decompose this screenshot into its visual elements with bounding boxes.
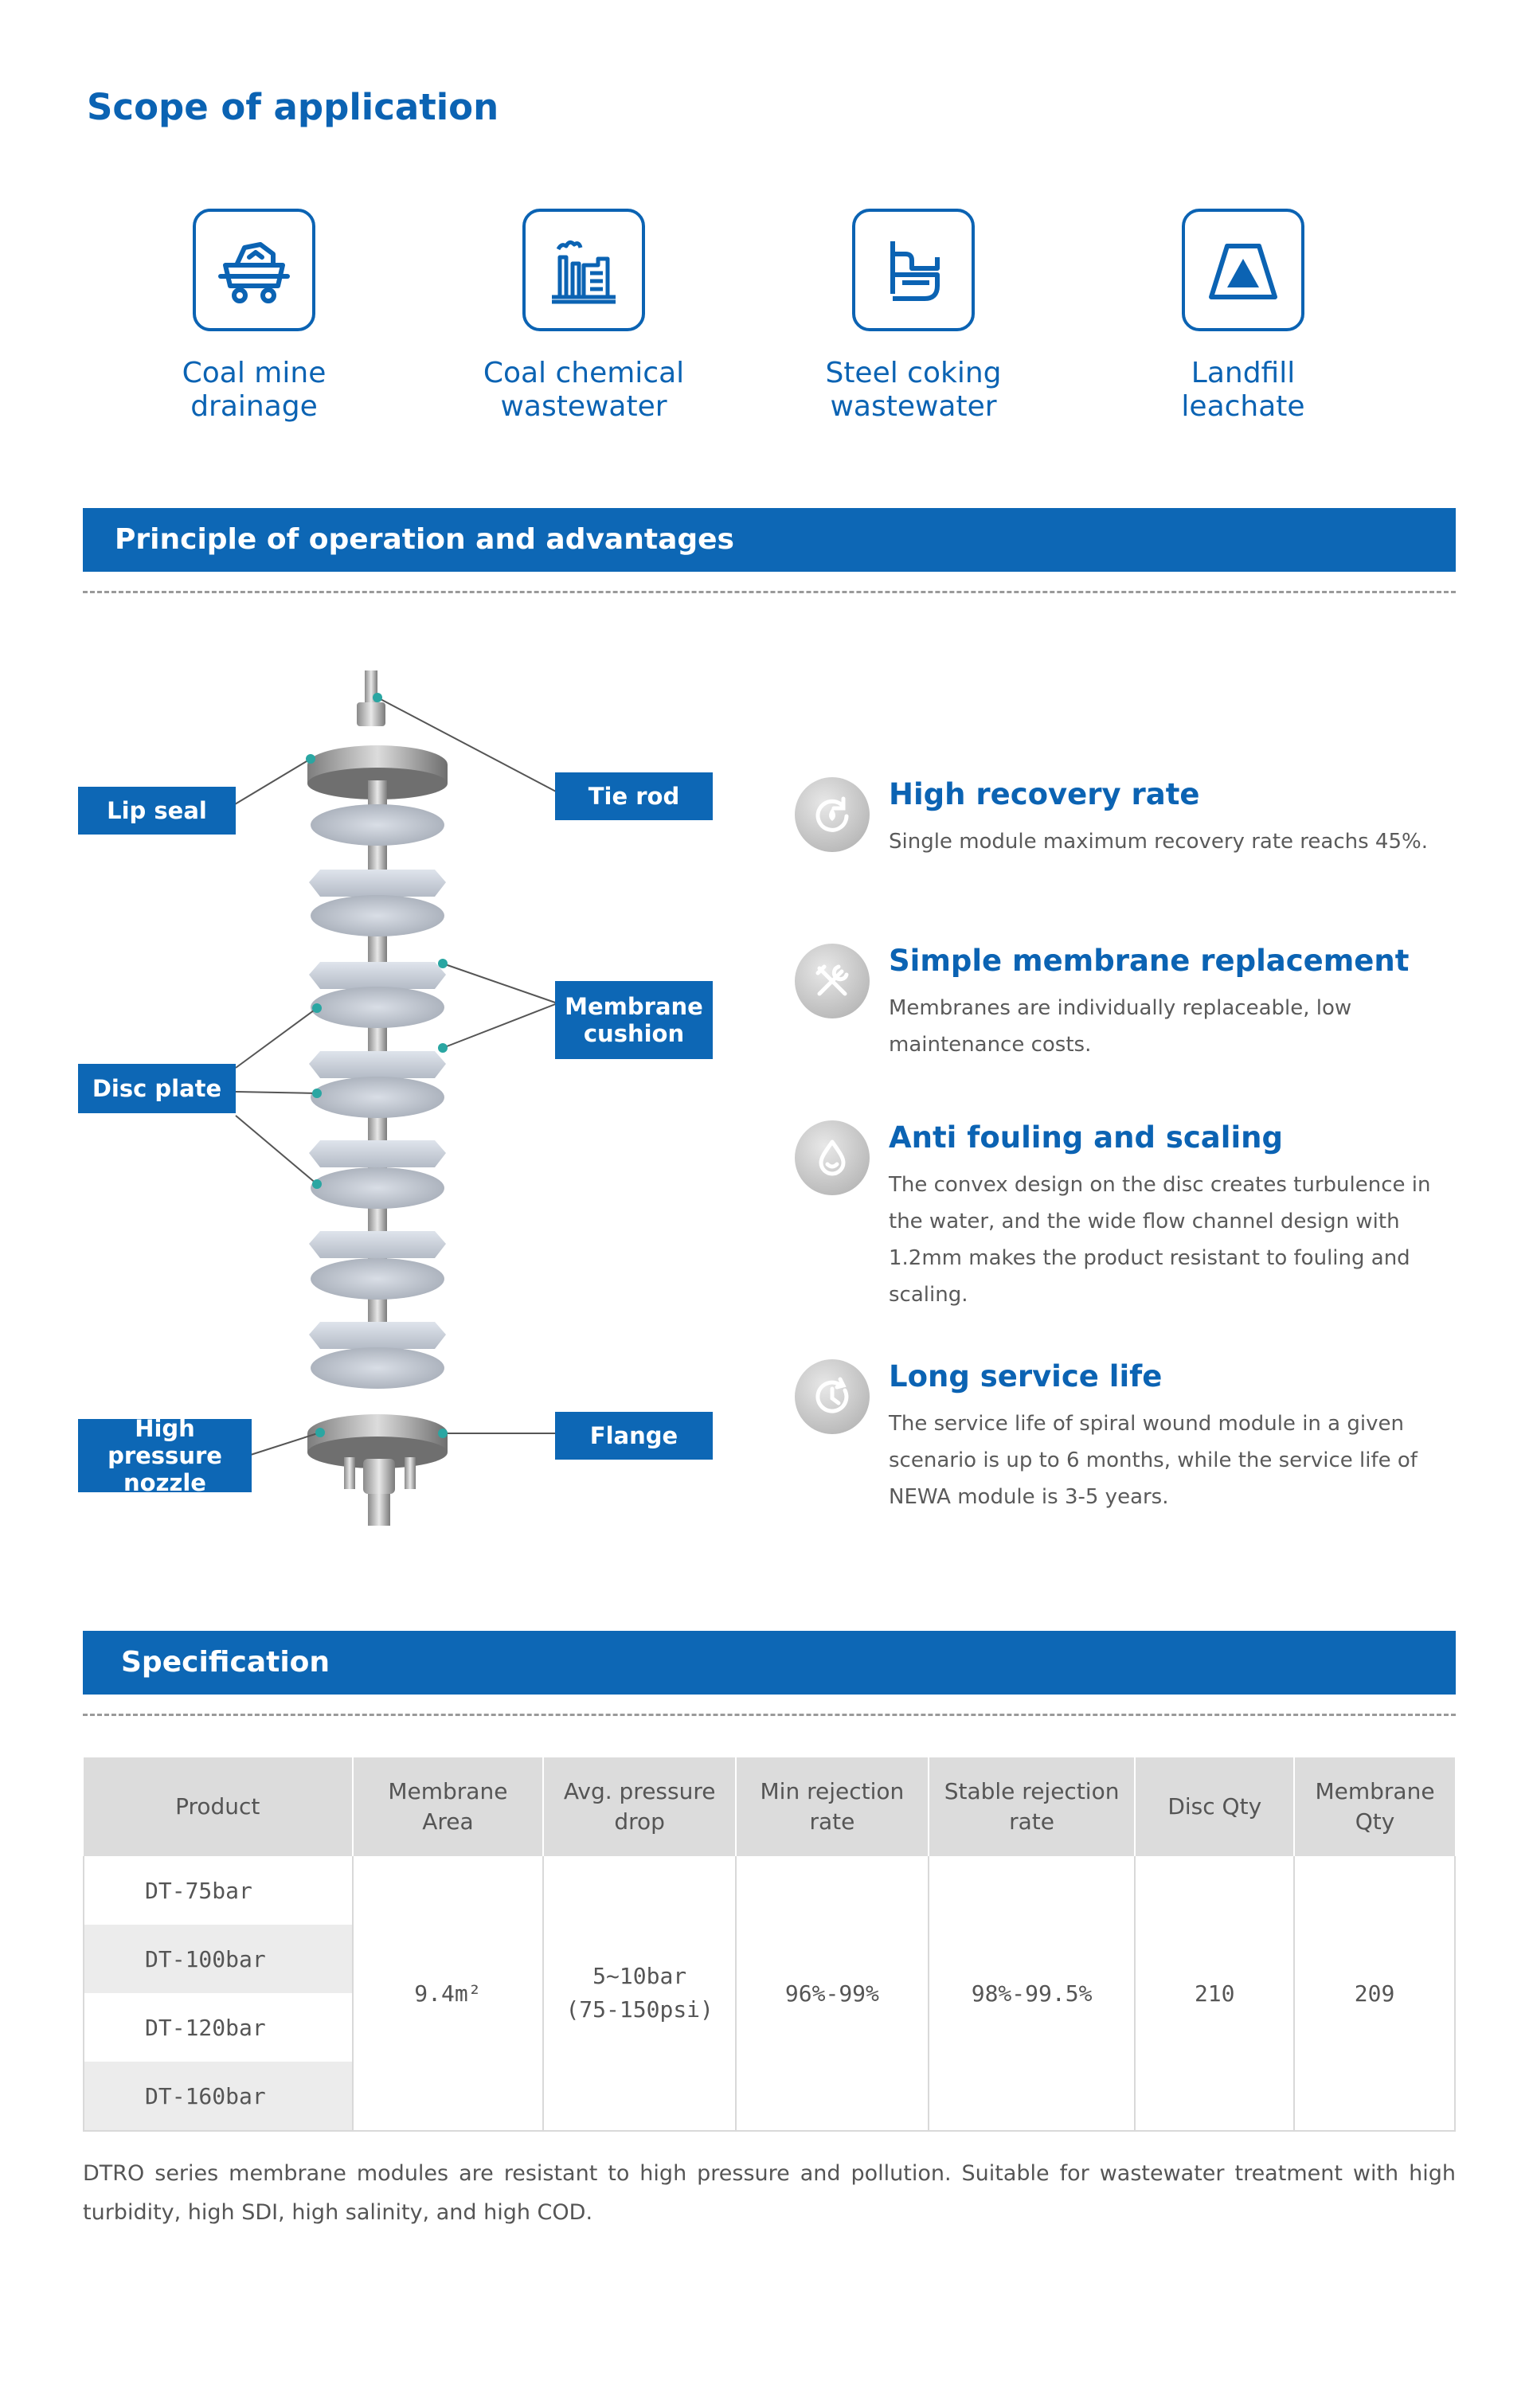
divider (83, 1714, 1456, 1716)
app-landfill: Landfill leachate (1084, 209, 1402, 424)
callout-membrane-cushion: Membrane cushion (555, 981, 713, 1059)
product-cell: DT-120bar (84, 1993, 354, 2062)
app-label-line1: Landfill (1191, 357, 1296, 389)
callout-flange: Flange (555, 1412, 713, 1460)
landfill-icon (1182, 209, 1304, 331)
recovery-icon (795, 777, 870, 852)
callout-high-pressure-nozzle: High pressure nozzle (78, 1415, 252, 1496)
spec-table: Product Membrane Area Avg. pressure drop… (83, 1757, 1456, 2132)
membrane-area-cell: 9.4m² (352, 1856, 545, 2131)
advantage-anti-fouling: Anti fouling and scaling The convex desi… (795, 1120, 1448, 1327)
pressure-drop-cell: 5~10bar (75-150psi) (543, 1856, 737, 2131)
advantage-title: Simple membrane replacement (889, 944, 1410, 978)
callout-lip-seal: Lip seal (78, 787, 236, 835)
header-product: Product (84, 1757, 354, 1856)
product-cell: DT-100bar (84, 1925, 354, 1993)
app-label-line2: wastewater (830, 390, 997, 423)
advantage-title: Long service life (889, 1359, 1163, 1394)
water-drop-icon (795, 1120, 870, 1195)
app-label-line1: Coal chemical (483, 357, 685, 389)
table-row: DT-100bar (84, 1925, 1455, 1993)
app-coal-chemical: Coal chemical wastewater (424, 209, 743, 424)
advantage-long-life: Long service life The service life of sp… (795, 1359, 1448, 1519)
advantage-desc: The convex design on the disc creates tu… (889, 1173, 1431, 1307)
specification-section-bar: Specification (83, 1631, 1456, 1695)
advantage-simple-replacement: Simple membrane replacement Membranes ar… (795, 944, 1448, 1071)
advantage-title: Anti fouling and scaling (889, 1120, 1283, 1155)
product-cell: DT-75bar (84, 1856, 354, 1925)
factory-icon (522, 209, 645, 331)
min-rejection-cell: 96%-99% (736, 1856, 929, 2131)
footer-note: DTRO series membrane modules are resista… (83, 2161, 1456, 2225)
table-row: DT-120bar (84, 1993, 1455, 2062)
callout-tie-rod: Tie rod (555, 772, 713, 820)
advantage-desc: Membranes are individually replaceable, … (889, 996, 1352, 1057)
coking-equipment-icon (852, 209, 975, 331)
table-row: DT-75bar 9.4m² 5~10bar (75-150psi) 96%-9… (84, 1856, 1456, 2131)
scope-title: Scope of application (87, 86, 499, 128)
advantage-high-recovery: High recovery rate Single module maximum… (795, 777, 1448, 873)
divider (83, 591, 1456, 593)
app-label-line1: Coal mine (182, 357, 327, 389)
clock-icon (795, 1359, 870, 1434)
advantage-title: High recovery rate (889, 777, 1200, 811)
header-membrane-qty: Membrane Qty (1294, 1757, 1455, 1856)
header-disc-qty: Disc Qty (1135, 1757, 1296, 1856)
dtro-module-diagram (230, 670, 558, 1526)
membrane-qty-cell: 209 (1294, 1856, 1456, 2131)
advantage-desc: Single module maximum recovery rate reac… (889, 830, 1428, 854)
app-label-line1: Steel coking (825, 357, 1002, 389)
header-min-rejection: Min rejection rate (736, 1757, 929, 1856)
product-cell: DT-160bar (84, 2062, 354, 2131)
app-label-line2: drainage (190, 390, 318, 423)
mine-cart-icon (193, 209, 315, 331)
app-label-line2: leachate (1181, 390, 1305, 423)
header-stable-rejection: Stable rejection rate (928, 1757, 1136, 1856)
disc-qty-cell: 210 (1135, 1856, 1296, 2131)
app-label-line2: wastewater (500, 390, 667, 423)
app-steel-coking: Steel coking wastewater (754, 209, 1073, 424)
advantage-desc: The service life of spiral wound module … (889, 1412, 1418, 1509)
table-row: DT-160bar (84, 2062, 1455, 2131)
stable-rejection-cell: 98%-99.5% (928, 1856, 1136, 2131)
tools-icon (795, 944, 870, 1018)
app-coal-mine: Coal mine drainage (95, 209, 413, 424)
header-membrane-area: Membrane Area (352, 1757, 545, 1856)
header-pressure-drop: Avg. pressure drop (543, 1757, 737, 1856)
table-header-row: Product Membrane Area Avg. pressure drop… (84, 1757, 1455, 1856)
principle-section-bar: Principle of operation and advantages (83, 508, 1456, 572)
callout-disc-plate: Disc plate (78, 1064, 236, 1113)
